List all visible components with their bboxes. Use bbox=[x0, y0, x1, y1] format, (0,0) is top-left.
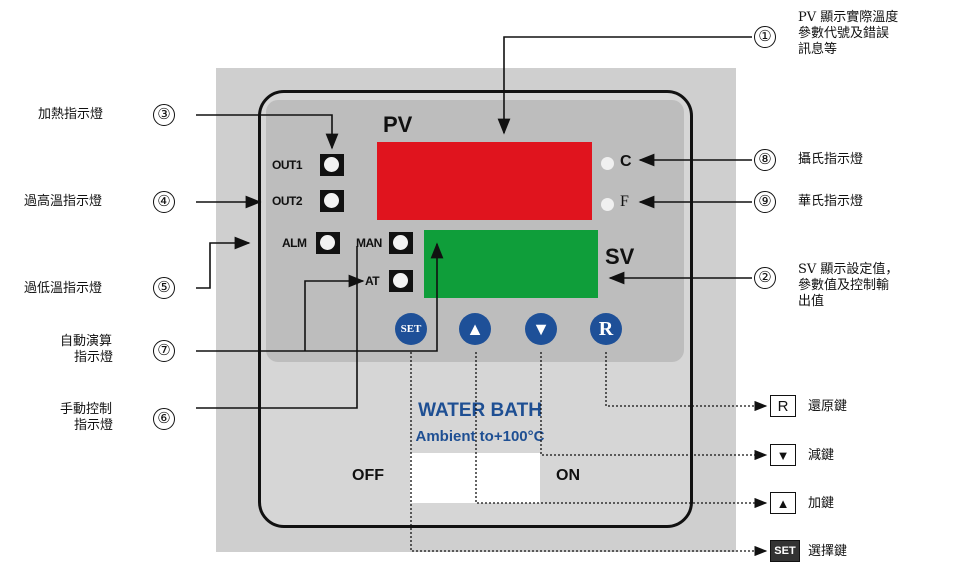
alm-label: ALM bbox=[282, 236, 307, 250]
alm-indicator bbox=[316, 232, 340, 254]
up-key-icon: ▲ bbox=[770, 492, 796, 514]
out1-indicator bbox=[320, 154, 344, 176]
annotation-6-text-2: 指示燈 bbox=[74, 418, 114, 433]
annotation-6-text-1: 手動控制 bbox=[60, 402, 113, 417]
annotation-3-number: ③ bbox=[153, 104, 175, 126]
power-switch[interactable] bbox=[410, 453, 540, 503]
reset-key-icon: R bbox=[770, 395, 796, 417]
leader-line-6 bbox=[196, 246, 358, 409]
sv-display bbox=[424, 230, 598, 298]
set-button[interactable]: SET bbox=[395, 313, 427, 345]
annotation-1-text-2: 參數代號及錯誤 bbox=[798, 26, 890, 41]
leader-line-5 bbox=[196, 236, 251, 289]
celsius-indicator bbox=[601, 157, 614, 170]
annotation-5-number: ⑤ bbox=[153, 277, 175, 299]
switch-on-label: ON bbox=[556, 467, 580, 484]
annotation-8-number: ⑧ bbox=[754, 149, 776, 171]
leader-line-6b bbox=[196, 242, 444, 352]
annotation-6-number: ⑥ bbox=[153, 408, 175, 430]
brand-title: WATER BATH bbox=[418, 400, 542, 421]
pv-label: PV bbox=[383, 112, 413, 137]
up-button[interactable]: ▲ bbox=[459, 313, 491, 345]
annotation-9-number: ⑨ bbox=[754, 191, 776, 213]
annotation-4-number: ④ bbox=[153, 191, 175, 213]
out1-label: OUT1 bbox=[272, 158, 303, 172]
at-indicator bbox=[389, 270, 413, 292]
annotation-1-number: ① bbox=[754, 26, 776, 48]
brand-subtitle: Ambient to+100°C bbox=[415, 428, 545, 445]
leader-line-3 bbox=[196, 114, 339, 150]
annotation-2-text-1: SV 顯示設定值， bbox=[798, 262, 899, 277]
leader-line-reset-key bbox=[605, 352, 768, 412]
annotation-5-text: 過低溫指示燈 bbox=[24, 281, 103, 296]
annotation-2-text-2: 參數值及控制輸 bbox=[798, 278, 890, 293]
annotation-2-number: ② bbox=[754, 267, 776, 289]
switch-off-label: OFF bbox=[352, 467, 384, 484]
annotation-1-text-1: PV 顯示實際溫度 bbox=[798, 10, 899, 25]
pv-display bbox=[377, 142, 592, 220]
fahrenheit-indicator bbox=[601, 198, 614, 211]
out2-indicator bbox=[320, 190, 344, 212]
leader-line-1 bbox=[497, 36, 752, 135]
down-key-label: 減鍵 bbox=[808, 448, 835, 463]
annotation-8-text: 攝氏指示燈 bbox=[798, 152, 864, 167]
out2-label: OUT2 bbox=[272, 194, 303, 208]
annotation-3-text: 加熱指示燈 bbox=[38, 107, 104, 122]
set-key-icon: SET bbox=[770, 540, 800, 562]
set-key-label: 選擇鍵 bbox=[808, 544, 848, 559]
annotation-7-text-1: 自動演算 bbox=[60, 334, 113, 349]
sv-label: SV bbox=[605, 244, 635, 269]
annotation-7-text-2: 指示燈 bbox=[74, 350, 114, 365]
reset-button[interactable]: R bbox=[590, 313, 622, 345]
down-button[interactable]: ▼ bbox=[525, 313, 557, 345]
leader-line-up-key bbox=[475, 352, 768, 509]
leader-line-down-key bbox=[540, 352, 768, 461]
reset-key-label: 還原鍵 bbox=[808, 399, 848, 414]
at-label: AT bbox=[365, 274, 380, 288]
leader-line-7 bbox=[304, 274, 365, 351]
fahrenheit-label: F bbox=[620, 193, 629, 210]
up-key-label: 加鍵 bbox=[808, 496, 835, 511]
annotation-2-text-3: 出值 bbox=[798, 294, 825, 309]
annotation-7-number: ⑦ bbox=[153, 340, 175, 362]
down-key-icon: ▼ bbox=[770, 444, 796, 466]
celsius-label: C bbox=[620, 153, 632, 170]
leader-line-set-key bbox=[410, 352, 768, 557]
annotation-9-text: 華氏指示燈 bbox=[798, 194, 864, 209]
man-indicator bbox=[389, 232, 413, 254]
man-label: MAN bbox=[356, 236, 382, 250]
annotation-4-text: 過高溫指示燈 bbox=[24, 194, 103, 209]
annotation-1-text-3: 訊息等 bbox=[798, 42, 838, 57]
